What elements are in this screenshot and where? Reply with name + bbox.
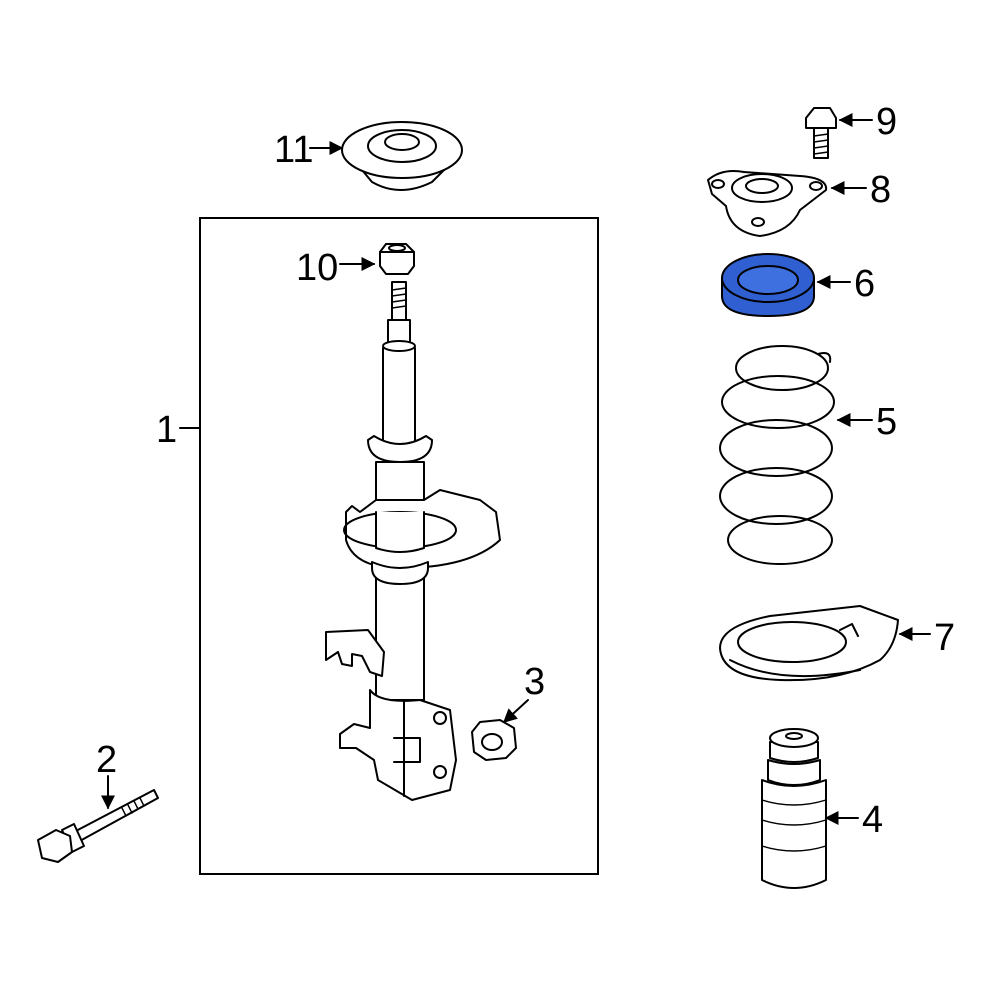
callout-9: 9 — [876, 101, 897, 143]
callout-2: 2 — [96, 739, 117, 781]
callout-8: 8 — [870, 169, 891, 211]
part-8-upper-mount[interactable] — [707, 170, 828, 237]
part-9-bolt[interactable] — [805, 107, 837, 159]
part-6-spring-insulator[interactable] — [721, 253, 815, 318]
leader-lines — [101, 113, 931, 825]
callout-7: 7 — [934, 617, 955, 659]
callout-3: 3 — [524, 661, 545, 703]
part-1-strut[interactable] — [325, 281, 501, 801]
part-3-flange-nut[interactable] — [471, 719, 517, 761]
part-5-coil-spring[interactable] — [719, 345, 835, 565]
part-4-bump-stop[interactable] — [761, 728, 827, 889]
callout-11: 11 — [274, 129, 313, 171]
callout-6: 6 — [854, 263, 875, 305]
callout-4: 4 — [862, 799, 883, 841]
part-2-bolt[interactable] — [37, 789, 159, 863]
callout-10: 10 — [296, 247, 338, 289]
callout-1: 1 — [156, 409, 177, 451]
part-10-nut[interactable] — [379, 243, 415, 275]
strut-assembly-box — [199, 217, 599, 875]
part-7-lower-spring-seat[interactable] — [719, 605, 899, 682]
callout-5: 5 — [876, 401, 897, 443]
part-11-mount-cap[interactable] — [341, 121, 463, 191]
